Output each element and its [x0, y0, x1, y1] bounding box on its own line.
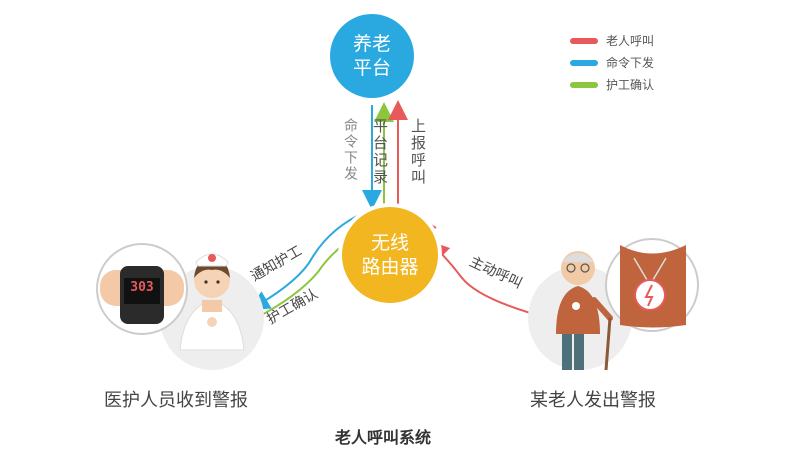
platform-label-line1: 养老 — [352, 33, 391, 55]
active-call-line — [428, 240, 549, 319]
legend-swatch-red — [570, 37, 598, 44]
alarm-bubble — [605, 238, 699, 332]
legend-item-blue: 命令下发 — [570, 54, 654, 71]
platform-label: 养老 平台 — [330, 32, 414, 80]
router-node — [338, 203, 442, 307]
caregiver-caption: 医护人员收到警报 — [104, 390, 248, 411]
router-label-line1: 无线 — [370, 232, 409, 254]
platform-record-label: 平台记录 — [371, 118, 389, 186]
legend-swatch-green — [570, 81, 598, 88]
router-label-line2: 路由器 — [361, 256, 419, 278]
legend-label-blue: 命令下发 — [606, 56, 655, 70]
legend-item-red: 老人呼叫 — [570, 32, 654, 49]
legend-item-green: 护工确认 — [570, 76, 654, 93]
router-label: 无线 路由器 — [340, 231, 440, 279]
platform-label-line2: 平台 — [352, 57, 391, 79]
platform-node — [330, 14, 414, 98]
command-issue-label: 命令下发 — [342, 118, 358, 182]
diagram-title: 老人呼叫系统 — [335, 428, 432, 447]
legend-label-green: 护工确认 — [606, 78, 655, 92]
watch-display: 303 — [130, 280, 154, 295]
notify-care-line — [249, 211, 366, 311]
report-call-label: 上报呼叫 — [409, 118, 427, 186]
elderly-caption: 某老人发出警报 — [530, 390, 656, 411]
watch-bubble — [96, 243, 188, 335]
legend-label-red: 老人呼叫 — [606, 34, 655, 48]
legend-swatch-blue — [570, 59, 598, 66]
